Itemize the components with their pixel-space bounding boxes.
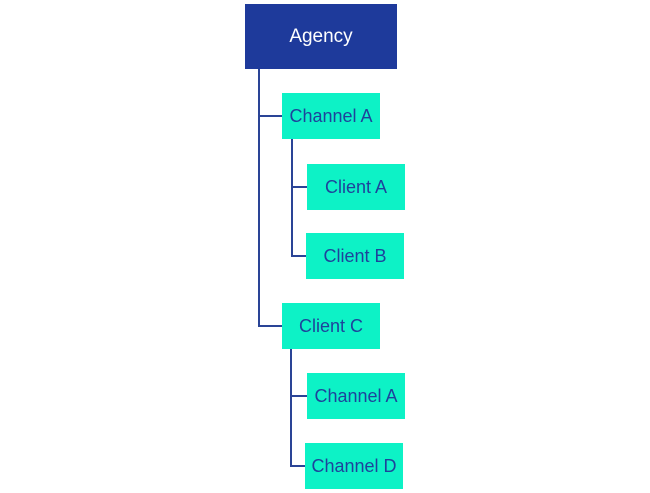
node-channel-a: Channel A: [282, 93, 380, 139]
connector-client-a-stub: [291, 186, 307, 188]
connector-client-c-stub: [258, 325, 282, 327]
connector-channel-a-vertical: [291, 139, 293, 257]
node-channel-d: Channel D: [305, 443, 403, 489]
node-channel-a-2: Channel A: [307, 373, 405, 419]
node-client-b: Client B: [306, 233, 404, 279]
node-client-a: Client A: [307, 164, 405, 210]
connector-client-c-vertical: [290, 349, 292, 467]
connector-agency-vertical: [258, 69, 260, 327]
connector-channel-a-2-stub: [290, 395, 307, 397]
node-client-c: Client C: [282, 303, 380, 349]
connector-channel-d-stub: [290, 465, 305, 467]
connector-channel-a-stub: [258, 115, 282, 117]
node-agency: Agency: [245, 4, 397, 69]
connector-client-b-stub: [291, 255, 306, 257]
